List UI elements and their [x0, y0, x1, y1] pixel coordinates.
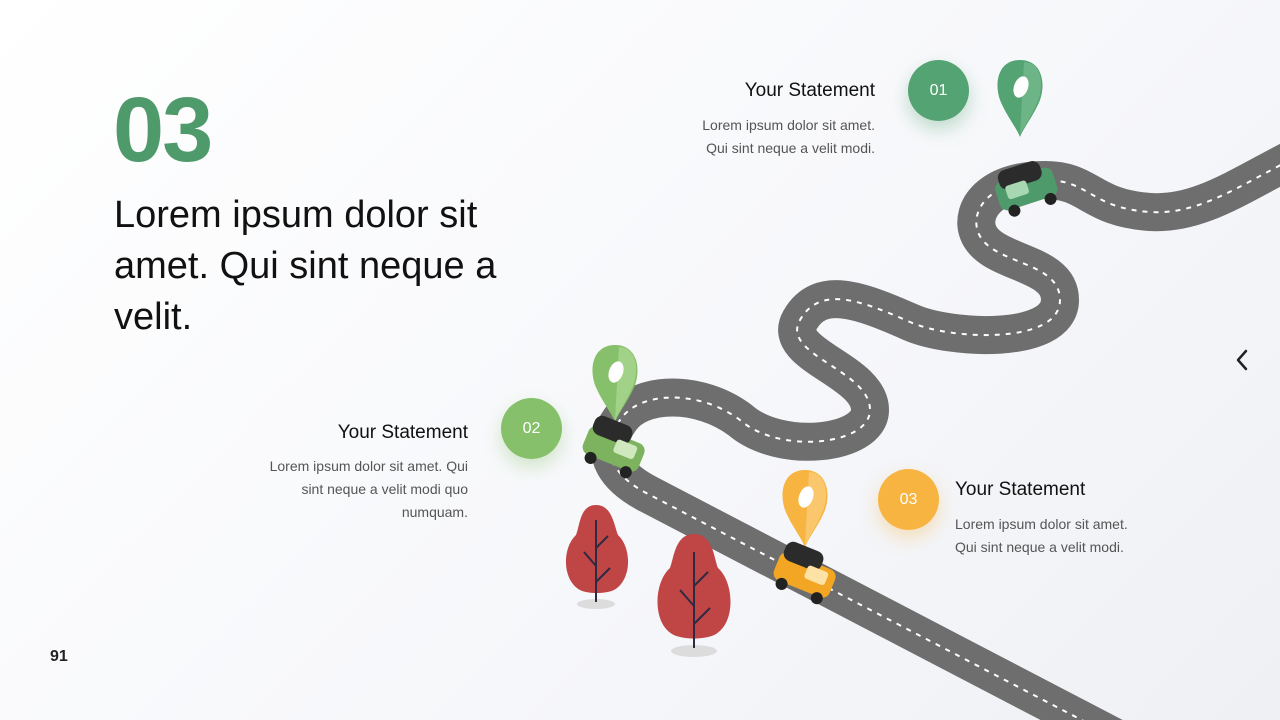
tree-large: [657, 534, 731, 657]
statement-body-03: Lorem ipsum dolor sit amet. Qui sint neq…: [955, 516, 1128, 555]
pin-icon: [782, 470, 828, 547]
statement-body-01: Lorem ipsum dolor sit amet. Qui sint neq…: [702, 117, 875, 156]
statement-title-03: Your Statement: [955, 479, 1086, 500]
car-icon: [995, 161, 1058, 217]
page-number: 91: [50, 648, 68, 665]
statement-body-02: Lorem ipsum dolor sit amet. Qui sint neq…: [269, 458, 468, 520]
pin-icon: [592, 345, 638, 422]
statement-title-01: Your Statement: [744, 80, 875, 101]
badge-01: 01: [908, 60, 969, 121]
chevron-left-icon[interactable]: [1232, 345, 1252, 375]
tree-small: [565, 505, 629, 609]
winding-road: [590, 143, 1280, 720]
headline: Lorem ipsum dolor sit amet. Qui sint neq…: [114, 194, 497, 338]
badge-03: 03: [878, 469, 939, 530]
badge-02: 02: [501, 398, 562, 459]
slide-number: 03: [113, 79, 213, 181]
car-icon: [773, 541, 836, 605]
car-icon: [582, 415, 645, 479]
pin-icon: [997, 60, 1043, 137]
statement-title-02: Your Statement: [337, 422, 468, 443]
